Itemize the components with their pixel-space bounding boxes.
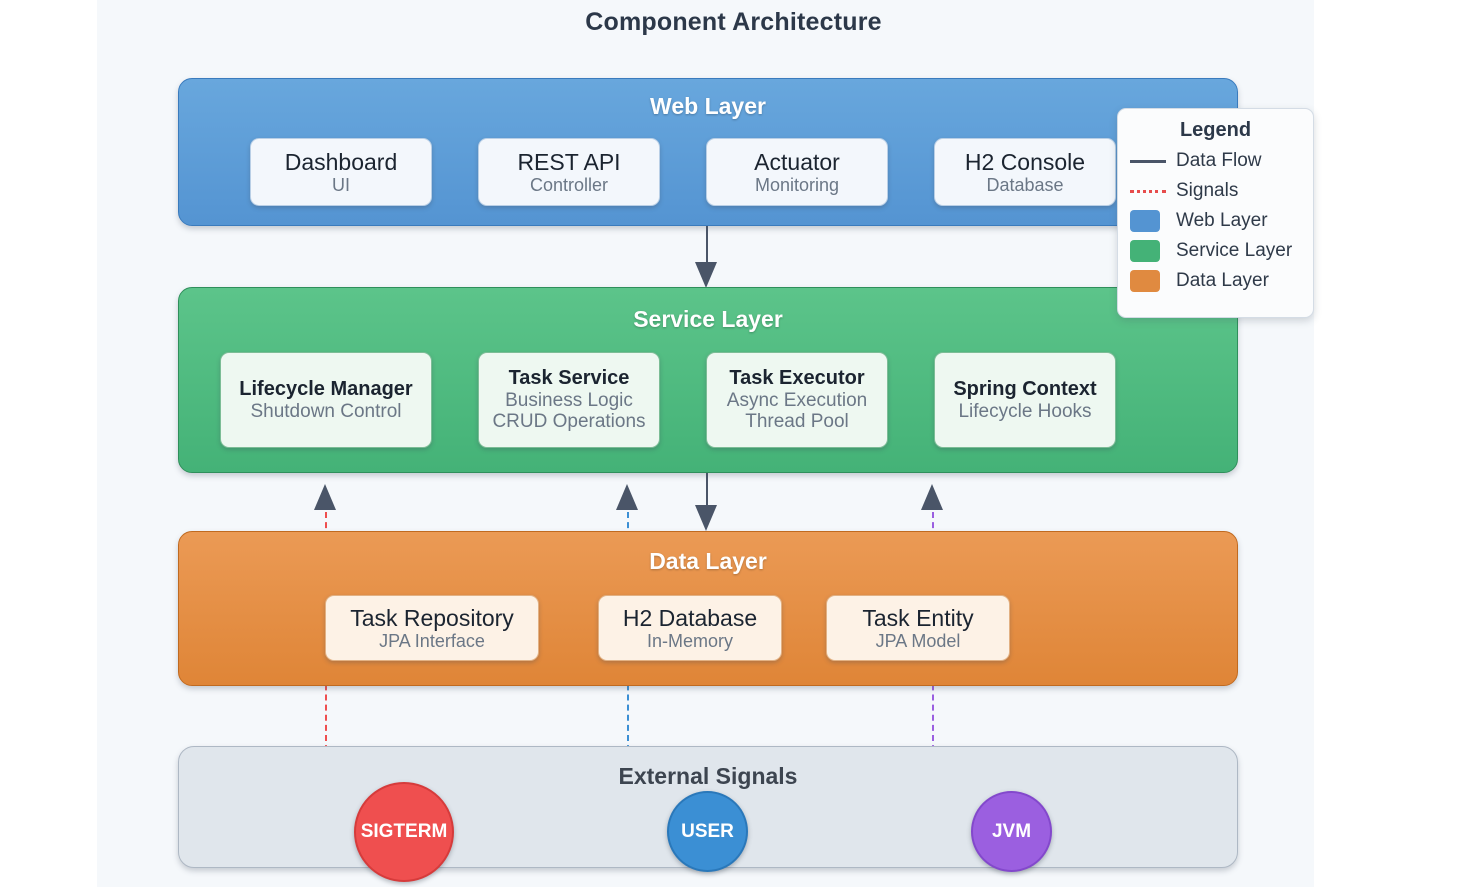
connector-web-to-service-arrowhead: [695, 262, 717, 288]
legend-item-label: Data Flow: [1176, 150, 1262, 171]
component-task-executor[interactable]: Task Executor Async Execution Thread Poo…: [706, 352, 888, 448]
component-h2-database[interactable]: H2 Database In-Memory: [598, 595, 782, 661]
signal-label: JVM: [991, 820, 1032, 842]
connector-service-to-data-arrowhead: [695, 505, 717, 531]
signal-arrowhead-user: [616, 484, 638, 510]
legend-item-data-flow: Data Flow: [1118, 146, 1313, 176]
signal-label: USER: [681, 820, 734, 842]
legend-item-data-layer: Data Layer: [1118, 266, 1313, 296]
component-name: Actuator: [754, 148, 840, 175]
component-name: Task Service: [508, 367, 630, 390]
legend-item-signals: Signals: [1118, 176, 1313, 206]
component-name: Spring Context: [953, 377, 1097, 400]
web-layer-title: Web Layer: [650, 93, 766, 119]
signal-arrowhead-sigterm: [314, 484, 336, 510]
legend-item-web-layer: Web Layer: [1118, 206, 1313, 236]
component-subtitle: UI: [332, 174, 350, 195]
component-subtitle: Database: [986, 174, 1064, 195]
service-layer-swatch-icon: [1130, 240, 1176, 262]
data-layer-title: Data Layer: [649, 548, 767, 574]
legend-title: Legend: [1179, 119, 1252, 141]
component-subtitle: Lifecycle Hooks: [958, 400, 1092, 422]
signal-arrowhead-jvm: [921, 484, 943, 510]
component-name: Task Repository: [350, 604, 514, 631]
web-layer-swatch-icon: [1130, 210, 1176, 232]
component-name: Dashboard: [284, 148, 398, 175]
component-dashboard[interactable]: Dashboard UI: [250, 138, 432, 206]
data-layer-swatch-icon: [1130, 270, 1176, 292]
component-name: Lifecycle Manager: [239, 377, 413, 400]
connector-web-to-service-line: [706, 226, 708, 274]
legend-panel: Legend Data Flow Signals Web Layer Servi…: [1117, 108, 1314, 318]
component-name: Task Entity: [862, 604, 974, 631]
component-subtitle: Controller: [529, 174, 609, 195]
signals-dashed-line-icon: [1130, 189, 1176, 193]
component-h2-console[interactable]: H2 Console Database: [934, 138, 1116, 206]
component-name: H2 Database: [622, 604, 758, 631]
component-subtitle: JPA Interface: [379, 630, 485, 651]
legend-item-label: Web Layer: [1176, 210, 1268, 231]
signal-node-sigterm[interactable]: SIGTERM: [354, 782, 454, 882]
legend-item-label: Signals: [1176, 180, 1239, 201]
signal-node-jvm[interactable]: JVM: [971, 791, 1052, 872]
component-subtitle: Shutdown Control: [250, 400, 402, 422]
component-lifecycle-manager[interactable]: Lifecycle Manager Shutdown Control: [220, 352, 432, 448]
component-task-repository[interactable]: Task Repository JPA Interface: [325, 595, 539, 661]
component-rest-api[interactable]: REST API Controller: [478, 138, 660, 206]
component-subtitle: JPA Model: [875, 630, 961, 651]
connector-service-to-data-line: [706, 473, 708, 521]
component-task-service[interactable]: Task Service Business Logic CRUD Operati…: [478, 352, 660, 448]
legend-item-label: Data Layer: [1176, 270, 1269, 291]
component-actuator[interactable]: Actuator Monitoring: [706, 138, 888, 206]
component-subtitle: Async Execution Thread Pool: [726, 389, 868, 433]
legend-item-service-layer: Service Layer: [1118, 236, 1313, 266]
component-name: REST API: [517, 148, 621, 175]
component-subtitle: Business Logic CRUD Operations: [492, 389, 646, 433]
component-name: H2 Console: [964, 148, 1086, 175]
external-signals-title: External Signals: [618, 763, 798, 789]
component-name: Task Executor: [729, 367, 865, 390]
component-task-entity[interactable]: Task Entity JPA Model: [826, 595, 1010, 661]
signal-node-user[interactable]: USER: [667, 791, 748, 872]
data-flow-line-icon: [1130, 159, 1176, 163]
component-subtitle: In-Memory: [646, 630, 733, 651]
legend-item-label: Service Layer: [1176, 240, 1293, 261]
component-spring-context[interactable]: Spring Context Lifecycle Hooks: [934, 352, 1116, 448]
signal-label: SIGTERM: [360, 821, 448, 842]
component-subtitle: Monitoring: [754, 174, 840, 195]
service-layer-title: Service Layer: [633, 306, 783, 332]
page-title: Component Architecture: [585, 8, 882, 36]
